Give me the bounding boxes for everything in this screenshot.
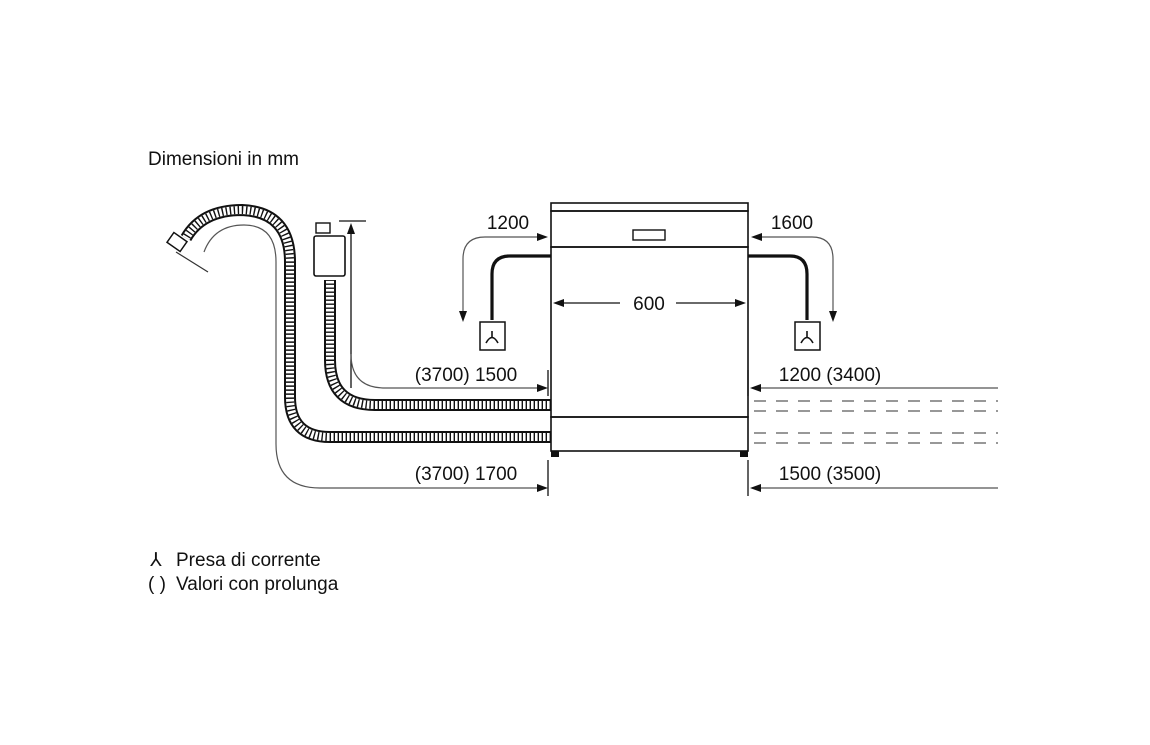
hose-icon (324, 280, 551, 411)
left-inlet-dimension: (3700) 1700 (415, 460, 549, 496)
right-cable-dimension: 1600 (751, 213, 837, 322)
right-drain-dimension: 1200 (3400) (747, 365, 998, 396)
power-cable-left (490, 254, 551, 320)
left-drain-label: (3700) 1500 (415, 365, 517, 386)
left-inlet-label: (3700) 1700 (415, 464, 517, 485)
diagram-title: Dimensioni in mm (148, 149, 299, 170)
legend-socket-symbol: ⅄ (150, 550, 162, 571)
legend-ext-symbol: ( ) (148, 574, 166, 595)
right-inlet-label: 1500 (3500) (779, 464, 881, 485)
legend-socket-label: Presa di corrente (176, 550, 321, 571)
socket-icon (479, 321, 506, 351)
legend-ext-label: Valori con prolunga (176, 574, 339, 595)
socket-icon (794, 321, 821, 351)
power-cable-right (748, 254, 809, 320)
drain-length-guide (350, 353, 544, 389)
left-drain-dimension: (3700) 1500 (415, 365, 549, 396)
right-drain-label: 1200 (3400) (779, 365, 881, 386)
extension-hoses-dashed (754, 400, 998, 444)
right-cable-label: 1600 (771, 213, 813, 234)
width-label: 600 (633, 294, 665, 315)
left-cable-dimension: 1200 (459, 213, 548, 322)
left-cable-label: 1200 (487, 213, 529, 234)
water-tap-icon (165, 231, 209, 273)
dishwasher (550, 202, 749, 457)
right-inlet-dimension: 1500 (3500) (747, 460, 998, 496)
drain-trap-icon (313, 222, 346, 277)
legend: ⅄ Presa di corrente ( ) Valori con prolu… (148, 550, 339, 595)
inlet-length-guide (203, 224, 544, 489)
control-display (632, 229, 666, 241)
hose-icon (180, 203, 551, 443)
width-dimension: 600 (553, 294, 746, 315)
